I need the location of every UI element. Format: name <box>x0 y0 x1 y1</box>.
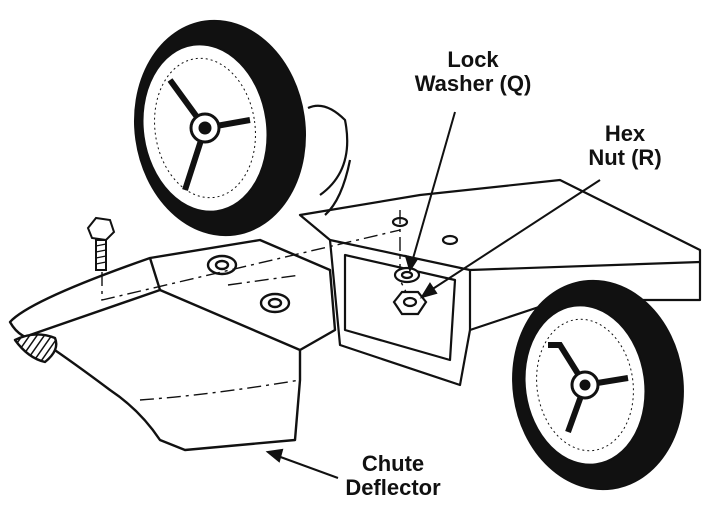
chute-deflector-shape <box>8 238 337 452</box>
lock-washer <box>393 266 421 284</box>
leader-arrows <box>265 111 601 479</box>
rear-wheel <box>133 19 307 237</box>
hex-nut-label-line1: Hex <box>604 121 646 146</box>
lock-washer-label: Lock Washer (Q) <box>398 48 548 96</box>
bolt <box>86 216 116 271</box>
front-wheel <box>512 279 684 491</box>
lock-washer-label-line2: Washer (Q) <box>414 71 532 96</box>
chute-deflector-label: Chute Deflector <box>318 452 468 500</box>
lock-washer-label-line1: Lock <box>447 47 499 72</box>
hex-nut-label: Hex Nut (R) <box>570 122 680 170</box>
hex-nut <box>392 290 428 316</box>
hex-nut-label-line2: Nut (R) <box>588 145 662 170</box>
chute-deflector-label-line2: Deflector <box>345 475 441 500</box>
chute-deflector-label-line1: Chute <box>361 451 425 476</box>
